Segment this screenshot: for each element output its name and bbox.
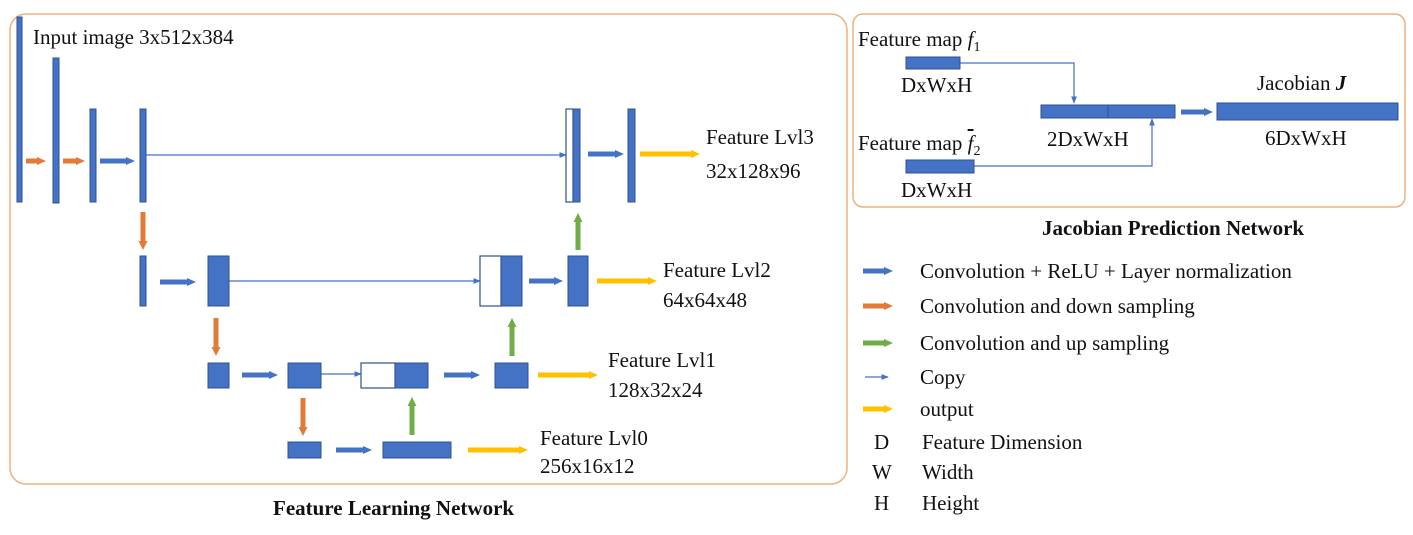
output-arrow-lvl0 <box>468 446 528 454</box>
input-image-block <box>16 16 23 203</box>
legend-up-label: Convolution and up sampling <box>920 331 1170 355</box>
feature-lvl1-size: 128x32x24 <box>608 378 703 402</box>
legend-output-arrow <box>863 405 893 413</box>
lvl2-output-block <box>567 255 589 307</box>
feature-map-1-symbol: f <box>967 27 974 51</box>
conv-arrow-lvl1-1 <box>242 371 278 379</box>
feature-lvl2-name: Feature Lvl2 <box>663 258 771 282</box>
feature-map-1-label: Feature map f1 <box>858 29 980 55</box>
feature-map-2-block <box>905 159 975 174</box>
down-arrow-input <box>26 157 46 165</box>
abbr-w-text: Width <box>922 460 974 484</box>
output-arrow-lvl3 <box>640 150 700 158</box>
concat-block-right <box>1107 104 1176 119</box>
lvl2-block-1 <box>139 255 147 307</box>
lvl1-copy-slot <box>360 362 396 389</box>
lvl0-block-1 <box>287 441 322 459</box>
concat-block-left <box>1040 104 1109 119</box>
conv-arrow-lvl2-1 <box>160 278 196 286</box>
feature-map-2-label: Feature map f2 <box>858 133 980 159</box>
block-arrows-layer <box>26 108 1213 454</box>
conv-arrow-jacobian <box>1181 108 1213 116</box>
abbr-d-key: D <box>874 430 890 454</box>
feature-blocks-layer <box>16 16 1399 459</box>
lvl3-block-3 <box>139 108 147 203</box>
feature-lvl0-size: 256x16x12 <box>540 454 635 478</box>
legend-copy-label: Copy <box>920 365 966 389</box>
jacobian-network-frame <box>852 13 1406 208</box>
conv-arrow-lvl2-2 <box>529 277 563 285</box>
legend-output-label: output <box>920 397 974 421</box>
jacobian-label-text: Jacobian <box>1257 71 1336 95</box>
lvl1-concat-block <box>394 362 429 389</box>
input-image-label: Input image 3x512x384 <box>33 25 234 49</box>
feature-lvl0-name: Feature Lvl0 <box>540 426 648 450</box>
feature-map-1-block <box>905 56 961 70</box>
jacobian-dim: 6DxWxH <box>1265 126 1347 150</box>
frames-layer <box>9 13 1406 485</box>
lvl1-block-1 <box>207 362 230 389</box>
jacobian-network-caption: Jacobian Prediction Network <box>1042 216 1305 240</box>
feature-map-2-symbol: f <box>967 131 974 155</box>
lvl3-copy-slot <box>565 108 574 203</box>
down-arrow-lvl3-lvl2 <box>138 212 148 250</box>
abbr-w-key: W <box>872 460 892 484</box>
copy-line-map2 <box>974 118 1155 167</box>
feature-map-2-text: Feature map <box>858 131 968 155</box>
feature-map-2-subscript: 2 <box>973 144 981 160</box>
up-arrow-lvl1-lvl2 <box>507 318 517 356</box>
abbr-h-text: Height <box>922 491 980 515</box>
legend-down-label: Convolution and down sampling <box>920 294 1195 318</box>
lvl3-output-block <box>627 108 636 203</box>
feature-map-2-dim: DxWxH <box>901 178 973 202</box>
down-arrow-lvl3-1 <box>63 157 85 165</box>
lvl3-block-2 <box>89 108 97 203</box>
lvl1-block-2 <box>287 362 322 389</box>
feature-map-1-text: Feature map <box>858 27 968 51</box>
output-arrow-lvl1 <box>538 371 598 379</box>
jacobian-symbol: J <box>1335 71 1347 95</box>
lvl3-block-1 <box>52 57 60 204</box>
feature-network-caption: Feature Learning Network <box>273 496 515 520</box>
up-arrow-lvl2-lvl3 <box>573 213 583 250</box>
legend-conv-arrow <box>863 267 893 275</box>
jacobian-block <box>1216 102 1399 121</box>
conv-arrow-lvl0-1 <box>336 446 372 454</box>
lvl0-block-2 <box>382 441 452 459</box>
jacobian-label: Jacobian J <box>1257 73 1346 94</box>
up-arrow-lvl0-lvl1 <box>407 397 417 435</box>
legend-conv-label: Convolution + ReLU + Layer normalization <box>920 259 1292 283</box>
lvl2-copy-slot <box>479 255 502 307</box>
lvl2-concat-block <box>500 255 523 307</box>
feature-map-1-subscript: 1 <box>973 40 981 56</box>
lvl1-output-block <box>494 362 529 389</box>
copy-line-map1 <box>960 62 1077 104</box>
legend-up-arrow <box>863 339 893 347</box>
feature-lvl3-size: 32x128x96 <box>706 159 801 183</box>
lvl2-block-2 <box>207 255 230 307</box>
feature-network-frame <box>9 13 848 485</box>
feature-lvl2-size: 64x64x48 <box>663 288 747 312</box>
abbr-d-text: Feature Dimension <box>922 430 1083 454</box>
output-arrow-lvl2 <box>597 277 657 285</box>
conv-arrow-lvl3-2 <box>588 150 624 158</box>
concat-dim: 2DxWxH <box>1047 127 1129 151</box>
feature-lvl1-name: Feature Lvl1 <box>608 348 716 372</box>
down-arrow-lvl1-lvl0 <box>298 398 308 436</box>
feature-map-1-dim: DxWxH <box>901 73 973 97</box>
abbr-h-key: H <box>874 491 890 515</box>
conv-arrow-lvl3-1 <box>100 157 135 165</box>
legend-down-arrow <box>863 302 893 310</box>
feature-lvl3-name: Feature Lvl3 <box>706 125 814 149</box>
conv-arrow-lvl1-2 <box>444 371 480 379</box>
lvl3-concat-block <box>572 108 581 203</box>
down-arrow-lvl2-lvl1 <box>211 318 221 356</box>
copy-connections-layer <box>146 62 1155 377</box>
